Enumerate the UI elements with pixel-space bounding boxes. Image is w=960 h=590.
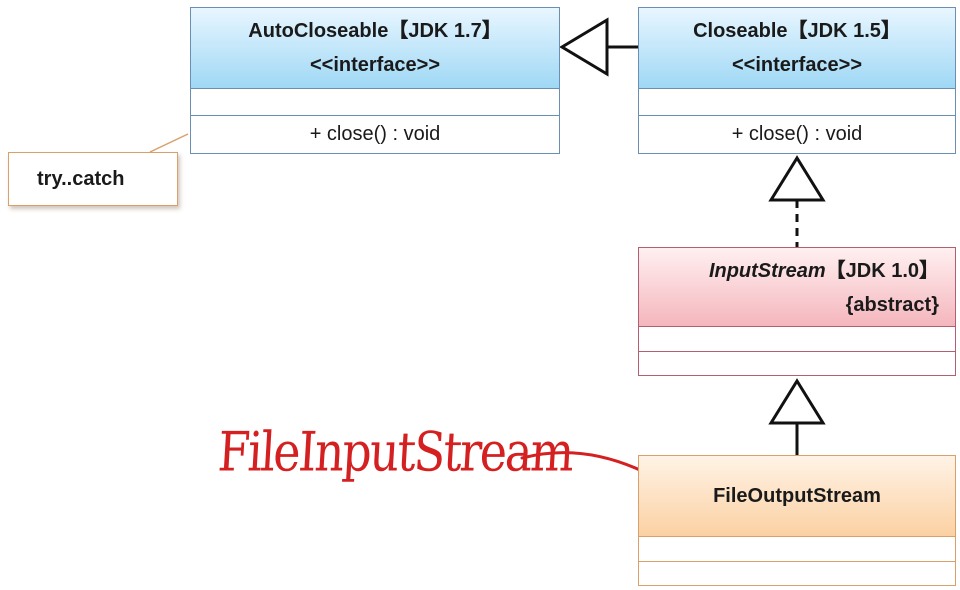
closeable-attributes [639,88,955,115]
autocloseable-header: AutoCloseable【JDK 1.7】 <<interface>> [191,8,559,88]
inputstream-attributes [639,326,955,351]
inputstream-header: InputStream【JDK 1.0】 {abstract} [639,248,955,326]
inputstream-modifier: {abstract} [845,294,939,316]
autocloseable-class: AutoCloseable【JDK 1.7】 <<interface>> + c… [190,7,560,154]
closeable-realization-arrow [768,155,826,202]
inputstream-version: 【JDK 1.0】 [825,260,939,282]
inputstream-inheritance-arrow [768,378,826,425]
autocloseable-attributes [191,88,559,115]
note-connector [149,133,189,153]
autocloseable-stereotype: <<interface>> [309,54,441,76]
closeable-close-operation: + close() : void [731,123,863,145]
autocloseable-version: 【JDK 1.7】 [388,20,502,42]
autocloseable-operations: + close() : void [191,115,559,154]
try-catch-note: try..catch [8,152,178,206]
inputstream-name: InputStream [708,260,826,282]
inputstream-class: InputStream【JDK 1.0】 {abstract} [638,247,956,376]
fileoutputstream-class: FileOutputStream [638,455,956,586]
autocloseable-close-operation: + close() : void [309,123,441,145]
closeable-stereotype: <<interface>> [731,54,863,76]
closeable-name: Closeable [693,20,788,42]
closeable-version: 【JDK 1.5】 [787,20,901,42]
fileoutputstream-operations [639,561,955,585]
closeable-operations: + close() : void [639,115,955,154]
inputstream-operations [639,351,955,375]
handwritten-annotation: FileInputStream [216,420,575,484]
closeable-header: Closeable【JDK 1.5】 <<interface>> [639,8,955,88]
autocloseable-inheritance-arrow [559,17,609,77]
closeable-class: Closeable【JDK 1.5】 <<interface>> + close… [638,7,956,154]
fileoutputstream-name: FileOutputStream [713,485,881,507]
fileoutputstream-header: FileOutputStream [639,456,955,536]
autocloseable-name: AutoCloseable [248,20,389,42]
fileoutputstream-attributes [639,536,955,561]
